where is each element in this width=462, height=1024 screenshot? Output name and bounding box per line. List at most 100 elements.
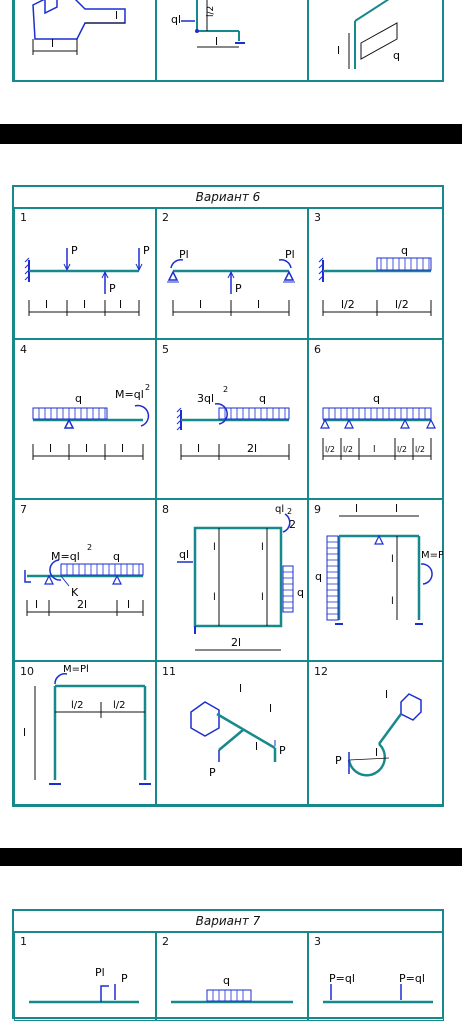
v6c10-dim-left: l: [23, 726, 26, 739]
v6c11-load-p1: P: [279, 744, 286, 757]
v6c8-moment-exp: 2: [287, 507, 292, 516]
v6-cell-10-drawing: M=Pl l/2 l/2 l: [23, 664, 151, 785]
v6c4-dim-2: l: [85, 442, 88, 455]
v6c1-dim-2: l: [83, 298, 86, 311]
cell-number: 1: [20, 211, 27, 224]
v6c1-dim-3: l: [119, 298, 122, 311]
variant-7-title: Вариант 7: [14, 911, 442, 933]
page-separator-2: [0, 848, 462, 866]
v6c3-dim-2: l/2: [395, 298, 409, 311]
cell-number: 6: [314, 343, 321, 356]
v6c7-dim-1: l: [35, 598, 38, 611]
v6c8-load-ql: ql: [179, 548, 189, 561]
v6c7-load-q: q: [113, 550, 120, 563]
v6c7-point-k: K: [71, 586, 79, 599]
v6c5-dim-2: 2l: [247, 442, 257, 455]
v6c9-dim-right-1: l: [391, 554, 394, 565]
v7c1-load-p: P: [121, 972, 128, 985]
prev-cell-10-drawing: l l: [32, 0, 126, 55]
v6c9-load-q: q: [315, 570, 322, 583]
v6c4-load-q: q: [75, 392, 82, 405]
page-separator-1: [0, 124, 462, 144]
v6-cell-5: 5 3ql 2 q l 2l: [156, 339, 308, 499]
v6c5-moment-exp: 2: [223, 385, 228, 394]
v7-cell-2-drawing: q: [171, 974, 293, 1004]
v6c6-load-q: q: [373, 392, 380, 405]
prev-cell-12-drawing: l q: [337, 0, 400, 69]
v6-cell-12-drawing: l l P: [335, 688, 422, 777]
v6-cell-1-drawing: P P P l l l: [24, 244, 150, 316]
v6-cell-2: 2 Pl Pl P l l: [156, 207, 308, 339]
v6c7-moment: M=ql: [51, 550, 80, 563]
v6c1-load-p2: P: [143, 244, 150, 257]
cell-number: 12: [314, 665, 328, 678]
prev-cell-10-label-l-b: l: [115, 9, 118, 22]
prev-cell-12-label-l: l: [337, 44, 340, 57]
v6c6-dim-4: l/2: [397, 445, 407, 454]
v6-cell-8-drawing: ql 2 2 ql l l l l q 2l: [177, 504, 304, 651]
v6-cell-10: 10 M=Pl l/2 l/2 l: [14, 661, 156, 805]
v7c2-load-q: q: [223, 974, 230, 987]
v6-cell-9: 9 l l q M=Pl l l: [308, 499, 447, 661]
cell-number: 10: [20, 665, 34, 678]
v6c2-moment-left: Pl: [179, 248, 189, 261]
v6c8-moment-num: ql: [275, 504, 284, 515]
v6c12-dim-1: l: [385, 688, 388, 701]
v6c11-dim-1: l: [239, 682, 242, 695]
v6c4-dim-3: l: [121, 442, 124, 455]
v6-cell-6-drawing: q l/2 l/2 l l/2 l/2: [320, 392, 436, 460]
v6c1-load-p1: P: [71, 244, 78, 257]
v6c2-dim-2: l: [257, 298, 260, 311]
v6c4-moment-exp: 2: [145, 383, 150, 392]
prev-cell-11-label-l2: l/2: [206, 6, 216, 17]
v6c6-dim-2: l/2: [343, 445, 353, 454]
v6c6-dim-5: l/2: [415, 445, 425, 454]
cell-number: 11: [162, 665, 176, 678]
variant-6-title: Вариант 6: [14, 187, 442, 209]
v6c8-dim-left-bottom: l: [213, 592, 216, 603]
v6c9-moment: M=Pl: [421, 550, 443, 561]
v6c1-dim-1: l: [45, 298, 48, 311]
v6-cell-4: 4 q M=ql 2 l l l: [14, 339, 156, 499]
cell-number: 2: [162, 211, 169, 224]
v6c9-dim-top-1: l: [355, 502, 358, 515]
previous-variant-sheet: l l ql l/2 l l q: [12, 0, 444, 82]
v6-cell-2-drawing: Pl Pl P l l: [167, 248, 295, 316]
v6c4-moment: M=ql: [115, 388, 144, 401]
prev-cell-11: ql l/2 l: [156, 0, 308, 82]
v6c8-dim-right-bottom: l: [261, 592, 264, 603]
v6c3-load-q: q: [401, 244, 408, 257]
prev-cell-10: l l: [14, 0, 156, 82]
v6-cell-1: 1 P P P l l l: [14, 207, 156, 339]
v6c1-load-p3: P: [109, 282, 116, 295]
cell-number: 8: [162, 503, 169, 516]
cell-number: 9: [314, 503, 321, 516]
v6-cell-3: 3 q l/2 l/2: [308, 207, 444, 339]
prev-cell-12: l q: [308, 0, 444, 82]
v6c10-dim-1: l/2: [71, 700, 84, 711]
v6-cell-8: 8 ql 2 2 ql l l l l q 2l: [156, 499, 308, 661]
v6-cell-12: 12 l l P: [308, 661, 444, 805]
prev-cell-12-label-q: q: [393, 49, 400, 62]
v6c8-load-q: q: [297, 586, 304, 599]
v7-cell-1: 1 Pl P: [14, 931, 156, 1021]
v6-cell-7: 7 M=ql 2 q K l 2l l: [14, 499, 156, 661]
v7-cell-2: 2 q: [156, 931, 308, 1021]
v7-cell-1-drawing: Pl P: [29, 966, 139, 1004]
cell-number: 3: [314, 935, 321, 948]
v6-cell-4-drawing: q M=ql 2 l l l: [32, 383, 150, 460]
v6c2-dim-1: l: [199, 298, 202, 311]
v6c7-moment-exp: 2: [87, 543, 92, 552]
v6c6-dim-3: l: [373, 445, 376, 455]
cell-number: 7: [20, 503, 27, 516]
v6c6-dim-1: l/2: [325, 445, 335, 454]
v6-cell-11: 11 l l l P P: [156, 661, 308, 805]
v6c5-dim-1: l: [197, 442, 200, 455]
variant-6-sheet: Вариант 6 1 P P P l l l 2: [12, 185, 447, 807]
v7c3-load-p2: P=ql: [399, 972, 425, 985]
v6c9-dim-top-2: l: [395, 502, 398, 515]
v6c7-dim-2: 2l: [77, 598, 87, 611]
v6c3-dim-1: l/2: [341, 298, 355, 311]
v6c4-dim-1: l: [49, 442, 52, 455]
cell-number: 2: [162, 935, 169, 948]
